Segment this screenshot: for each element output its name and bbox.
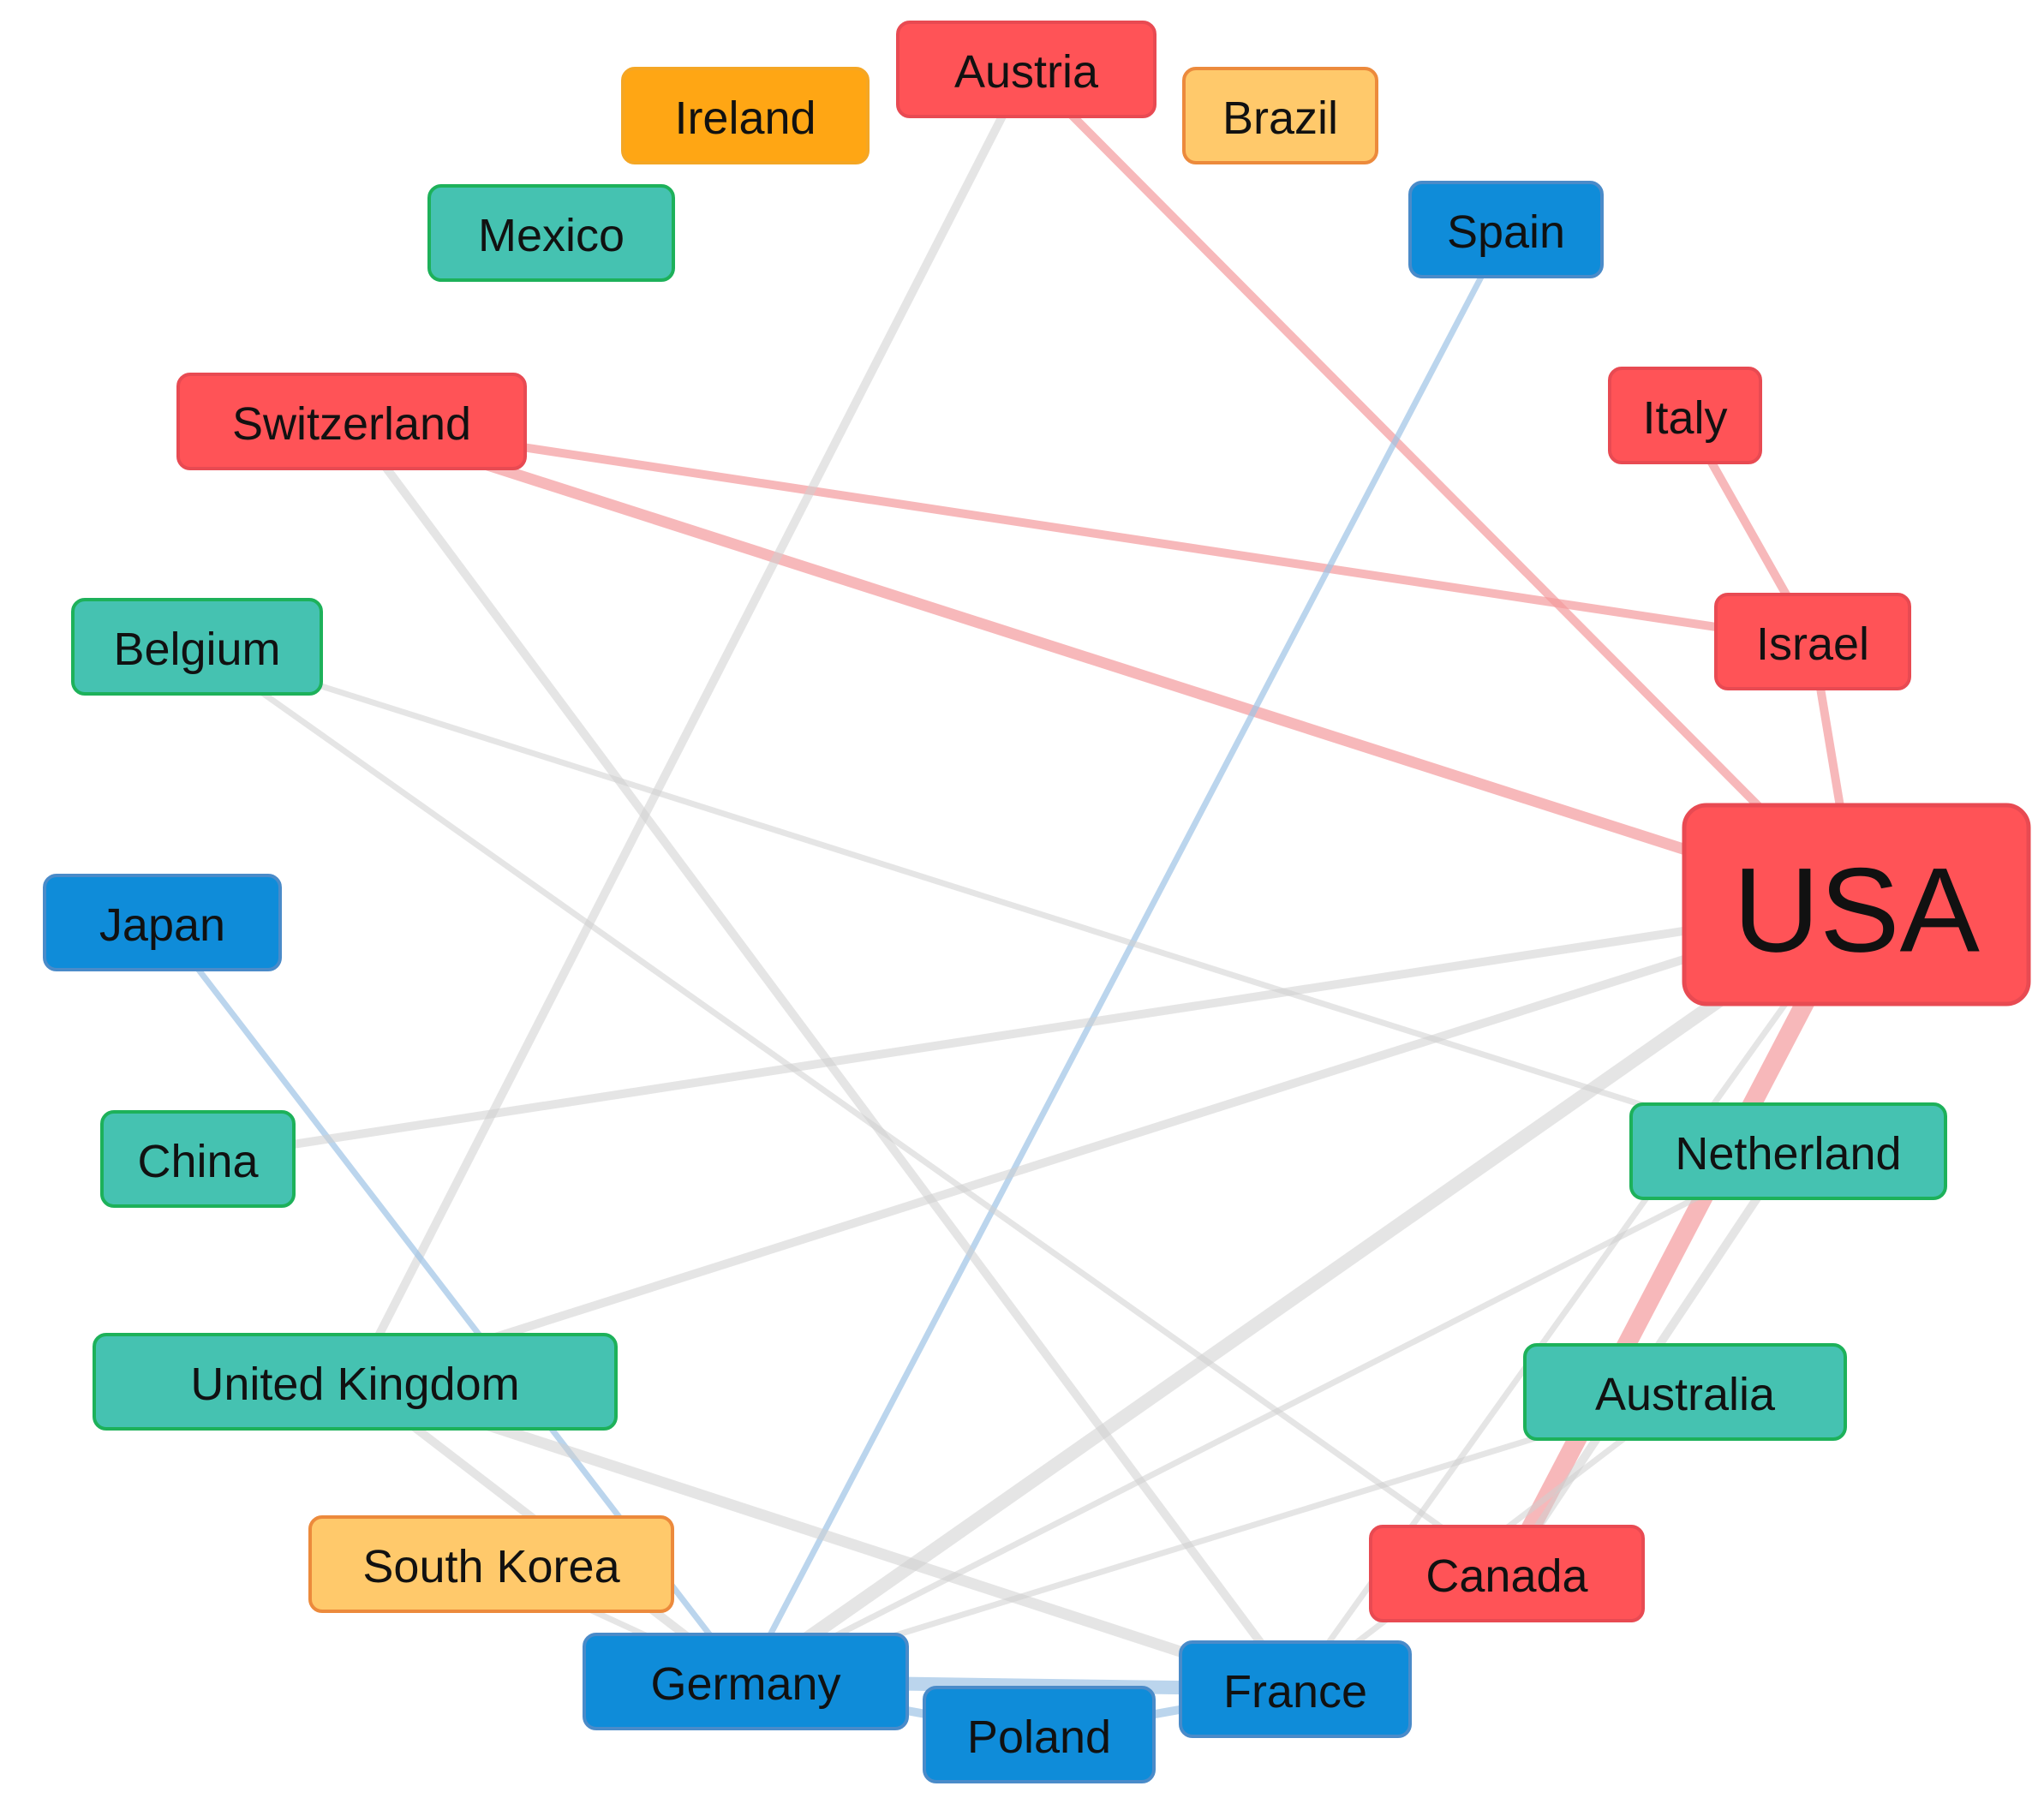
node-belgium[interactable]: Belgium: [71, 598, 323, 696]
node-label: United Kingdom: [190, 1359, 519, 1410]
node-france[interactable]: France: [1179, 1640, 1412, 1738]
node-label: Spain: [1447, 206, 1565, 258]
node-box: [1523, 1343, 1847, 1441]
edge-usa-china: [194, 900, 1861, 1163]
edge-austria-usa: [1022, 65, 1861, 909]
node-label: Brazil: [1222, 93, 1338, 144]
node-box: [308, 1515, 674, 1613]
node-austria[interactable]: Austria: [896, 21, 1156, 118]
edge-united-kingdom-france: [350, 1376, 1301, 1695]
node-box: [1182, 67, 1378, 164]
node-ireland[interactable]: Ireland: [621, 67, 870, 164]
node-box: [1608, 367, 1762, 464]
node-label: Poland: [967, 1711, 1111, 1763]
node-mexico[interactable]: Mexico: [427, 184, 675, 282]
node-label: China: [137, 1136, 259, 1187]
edge-austria-united-kingdom: [350, 65, 1031, 1386]
node-box: [1408, 181, 1604, 278]
node-label: USA: [1733, 843, 1980, 977]
node-box: [1682, 803, 2031, 1007]
node-box: [1629, 1102, 1947, 1200]
node-japan[interactable]: Japan: [43, 874, 282, 971]
node-box: [71, 598, 323, 696]
node-label: Australia: [1595, 1369, 1776, 1420]
edge-australia-germany: [743, 1389, 1688, 1685]
edge-netherland-germany: [743, 1148, 1791, 1685]
node-box: [43, 874, 282, 971]
node-box: [923, 1686, 1156, 1783]
node-label: Israel: [1756, 618, 1869, 670]
node-israel[interactable]: Israel: [1714, 593, 1911, 690]
edge-switzerland-usa: [346, 415, 1862, 911]
node-brazil[interactable]: Brazil: [1182, 67, 1378, 164]
node-box: [427, 184, 675, 282]
node-germany[interactable]: Germany: [583, 1633, 909, 1730]
edge-switzerland-israel: [347, 417, 1817, 646]
node-italy[interactable]: Italy: [1608, 367, 1762, 464]
node-box: [1179, 1640, 1412, 1738]
node-box: [621, 67, 870, 164]
node-box: [176, 373, 527, 470]
node-label: Canada: [1425, 1550, 1588, 1602]
node-label: France: [1223, 1666, 1367, 1717]
node-box: [896, 21, 1156, 118]
node-label: Japan: [99, 899, 225, 951]
node-spain[interactable]: Spain: [1408, 181, 1604, 278]
node-box: [1714, 593, 1911, 690]
node-australia[interactable]: Australia: [1523, 1343, 1847, 1441]
edge-usa-united-kingdom: [350, 900, 1861, 1386]
edge-spain-germany: [743, 226, 1509, 1685]
node-usa[interactable]: USA: [1682, 803, 2031, 1007]
node-box: [100, 1110, 296, 1208]
edge-switzerland-france: [347, 417, 1300, 1693]
node-china[interactable]: China: [100, 1110, 296, 1208]
node-label: Ireland: [674, 93, 816, 144]
edge-belgium-canada: [194, 643, 1510, 1577]
node-box: [93, 1333, 618, 1431]
node-box: [583, 1633, 909, 1730]
edges-layer: [159, 65, 1866, 1739]
node-label: Italy: [1642, 392, 1727, 444]
node-label: Germany: [650, 1658, 840, 1710]
node-netherland[interactable]: Netherland: [1629, 1102, 1947, 1200]
edge-usa-germany: [738, 898, 1863, 1688]
node-label: Mexico: [478, 210, 625, 261]
edge-usa-canada: [1497, 895, 1866, 1583]
node-label: Netherland: [1675, 1128, 1901, 1180]
node-label: Switzerland: [232, 398, 471, 450]
node-box: [1369, 1525, 1645, 1622]
edge-belgium-netherland: [194, 643, 1791, 1155]
node-poland[interactable]: Poland: [923, 1686, 1156, 1783]
node-label: South Korea: [362, 1541, 620, 1592]
node-label: Belgium: [113, 624, 280, 675]
node-canada[interactable]: Canada: [1369, 1525, 1645, 1622]
node-switzerland[interactable]: Switzerland: [176, 373, 527, 470]
node-label: Austria: [954, 46, 1099, 98]
node-south-korea[interactable]: South Korea: [308, 1515, 674, 1613]
node-united-kingdom[interactable]: United Kingdom: [93, 1333, 618, 1431]
